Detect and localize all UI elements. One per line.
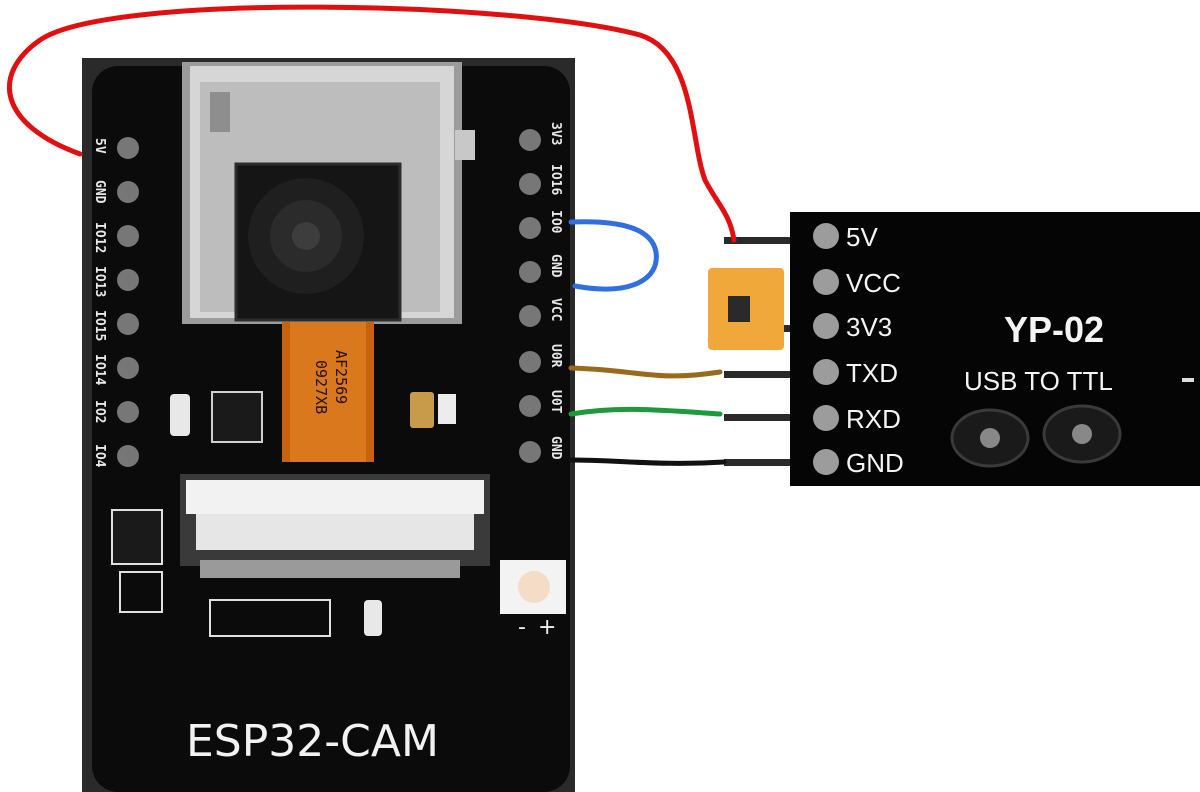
adapter-pin-label: VCC: [846, 268, 901, 298]
adapter-pin-label: 5V: [846, 222, 878, 252]
adapter-pin-label: GND: [846, 448, 904, 478]
left-pin-hole: [117, 401, 139, 423]
left-pin-hole: [117, 225, 139, 247]
left-pin-hole: [117, 137, 139, 159]
left-pin-label: IO14: [92, 354, 107, 385]
left-header: 5V GND IO12 IO13 IO15 IO14 IO2 IO4: [92, 137, 139, 468]
adapter-pin: [724, 414, 790, 421]
right-pin-hole: [519, 129, 541, 151]
left-pin-label: 5V: [92, 138, 107, 154]
fpc-connector: [180, 474, 490, 578]
smd-chip: [211, 391, 263, 443]
usb-ttl-adapter: 5V VCC 3V3 TXD RXD GND YP-02 USB TO TTL: [708, 212, 1200, 486]
left-pin-label: IO15: [92, 310, 107, 341]
right-pin-hole: [519, 395, 541, 417]
adapter-pin-pad: [813, 359, 839, 385]
camera-flex-cable: AF2569 0927XB: [282, 322, 374, 462]
adapter-pin-pad: [813, 223, 839, 249]
left-pin-hole: [117, 313, 139, 335]
adapter-subtitle: USB TO TTL: [964, 366, 1113, 396]
smd-part-bottom: [364, 600, 382, 636]
adapter-pin-pad: [813, 269, 839, 295]
right-pin-hole: [519, 217, 541, 239]
adapter-pin-pad: [813, 313, 839, 339]
rx-wire: [568, 365, 723, 379]
right-pin-label: GND: [548, 436, 563, 460]
left-pin-label: IO12: [92, 222, 107, 253]
adapter-pin-pad: [813, 449, 839, 475]
adapter-pin-label: TXD: [846, 358, 898, 388]
flash-jumper-wire: [568, 219, 659, 292]
right-pin-label: U0R: [548, 344, 563, 368]
right-pin-hole: [519, 351, 541, 373]
adapter-pin-label: 3V3: [846, 312, 892, 342]
right-pin-label: IO0: [548, 210, 563, 234]
right-pin-label: GND: [548, 254, 563, 278]
smd-part-right: [438, 394, 456, 424]
smd-array-bottom: [209, 599, 331, 637]
right-pin-hole: [519, 173, 541, 195]
right-pin-hole: [519, 261, 541, 283]
ground-wire: [568, 457, 727, 466]
edge-marker: [1182, 378, 1194, 382]
left-pin-label: IO2: [92, 400, 107, 423]
right-header: 3V3 IO16 IO0 GND VCC U0R U0T GND: [519, 122, 563, 463]
power-wire: [6, 4, 737, 243]
polarity-plus: +: [538, 615, 556, 640]
left-pin-hole: [117, 181, 139, 203]
camera-module: [234, 162, 402, 322]
flex-label-2: 0927XB: [312, 360, 330, 414]
left-pin-label: IO4: [92, 444, 107, 468]
adapter-pin: [724, 237, 790, 244]
adapter-pin-label: RXD: [846, 404, 901, 434]
smd-resistor: [410, 392, 434, 428]
left-pin-hole: [117, 269, 139, 291]
adapter-pin: [724, 371, 790, 378]
right-pin-label: 3V3: [548, 122, 563, 145]
left-pin-hole: [117, 445, 139, 467]
board-label: ESP32-CAM: [186, 716, 439, 767]
smd-capacitor: [170, 394, 190, 436]
esp32-cam-board: AF2569 0927XB - +: [82, 58, 575, 792]
left-pin-label: IO13: [92, 266, 107, 297]
wires: [6, 4, 737, 466]
smd-array-left: [119, 571, 163, 613]
flex-label-1: AF2569: [332, 350, 350, 404]
right-pin-label: U0T: [548, 390, 563, 414]
adapter-pin: [724, 459, 790, 466]
right-pin-label: VCC: [548, 298, 563, 321]
left-pin-hole: [117, 357, 139, 379]
jumper-cap: [708, 268, 784, 350]
right-pin-hole: [519, 441, 541, 463]
adapter-pin-pad: [813, 405, 839, 431]
polarity-minus: -: [518, 615, 526, 640]
right-pin-label: IO16: [548, 164, 563, 195]
tx-wire: [568, 406, 723, 417]
adapter-title: YP-02: [1004, 309, 1104, 350]
right-pin-hole: [519, 305, 541, 327]
smd-part-left: [111, 509, 163, 565]
flash-led: [500, 560, 566, 614]
solder-joints: [950, 404, 1122, 468]
left-pin-label: GND: [92, 180, 107, 204]
